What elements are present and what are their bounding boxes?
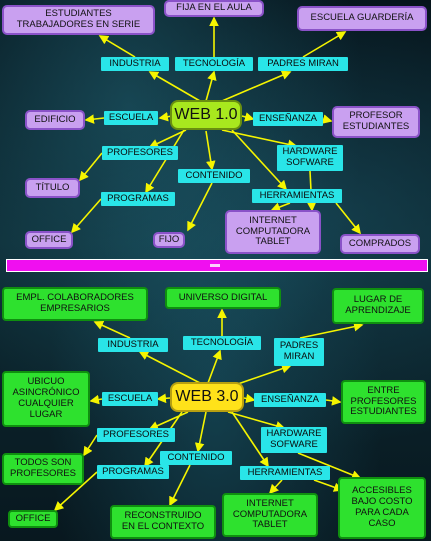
- link-ensenanza-3: ENSEÑANZA: [254, 393, 326, 407]
- connector-arrow: [231, 129, 288, 191]
- connector-arrow: [325, 396, 342, 406]
- leaf-profesor-estudiantes: PROFESOR ESTUDIANTES: [332, 106, 420, 138]
- connector-arrow: [84, 114, 105, 124]
- leaf-titulo: TÍTULO: [25, 178, 80, 198]
- leaf-comprados: COMPRADOS: [340, 234, 420, 254]
- connector-arrow: [243, 393, 256, 404]
- connector-arrow: [299, 321, 364, 339]
- connector-arrow: [89, 394, 103, 405]
- connector-arrow: [322, 114, 333, 124]
- hub-web-3-0: WEB 3.0: [170, 382, 244, 412]
- connector-arrow: [270, 202, 291, 212]
- link-ensenanza: ENSEÑANZA: [253, 112, 323, 126]
- leaf-lugar-aprendizaje: LUGAR DE APRENDIZAJE: [332, 288, 424, 324]
- link-padres-miran-3: PADRES MIRAN: [274, 338, 324, 366]
- hub-web-1-0: WEB 1.0: [170, 100, 242, 130]
- connector-arrow: [205, 70, 217, 102]
- connector-arrow: [231, 364, 292, 387]
- link-padres-miran: PADRES MIRAN: [258, 57, 348, 71]
- link-tecnologia-3: TECNOLOGÍA: [183, 336, 261, 350]
- link-programas: PROGRAMAS: [101, 192, 175, 206]
- connector-arrow: [98, 35, 136, 58]
- connector-arrow: [53, 471, 98, 512]
- connector-arrow: [148, 411, 189, 431]
- leaf-ubicuo: UBICUO ASINCRÓNICO CUALQUIER LUGAR: [2, 371, 90, 427]
- leaf-internet-top: INTERNET COMPUTADORA TABLET: [225, 210, 321, 254]
- connector-arrow: [302, 31, 347, 58]
- connector-arrow: [83, 434, 98, 457]
- connector-arrow: [70, 198, 102, 234]
- leaf-empl-colaboradores: EMPL. COLABORADORES EMPRESARIOS: [2, 287, 148, 321]
- leaf-escuela-guarderia: ESCUELA GUARDERÍA: [297, 6, 427, 31]
- leaf-universo-digital: UNIVERSO DIGITAL: [165, 287, 281, 309]
- connector-arrow: [205, 130, 216, 171]
- connector-arrow: [335, 202, 361, 235]
- leaf-edificio: EDIFICIO: [25, 110, 85, 130]
- leaf-todos-son-profesores: TODOS SON PROFESORES: [2, 453, 84, 485]
- link-hardware-sofware: HARDWARE SOFWARE: [277, 145, 343, 171]
- connector-arrow: [221, 70, 292, 102]
- connector-arrow: [148, 71, 201, 102]
- link-herramientas-3: HERRAMIENTAS: [240, 466, 330, 480]
- connector-arrow: [169, 464, 191, 507]
- link-programas-3: PROGRAMAS: [97, 465, 169, 479]
- link-contenido: CONTENIDO: [178, 169, 250, 183]
- leaf-office-3: OFFICE: [8, 510, 58, 528]
- connector-arrow: [93, 320, 131, 339]
- link-industria: INDUSTRIA: [101, 57, 169, 71]
- leaf-fija-en-el-aula: FIJA EN EL AULA: [164, 0, 264, 17]
- connector-arrow: [297, 452, 362, 480]
- divider-mark: [210, 264, 220, 267]
- leaf-entre-profesores: ENTRE PROFESORES ESTUDIANTES: [341, 380, 426, 424]
- link-escuela-3: ESCUELA: [102, 392, 158, 406]
- link-escuela: ESCUELA: [104, 111, 158, 125]
- connector-arrow: [221, 129, 298, 150]
- connector-arrow: [207, 349, 222, 384]
- connector-arrow: [148, 129, 187, 148]
- connector-arrow: [156, 393, 171, 404]
- leaf-fijo: FIJO: [153, 232, 185, 248]
- leaf-internet-bottom: INTERNET COMPUTADORA TABLET: [222, 493, 318, 537]
- connector-arrow: [231, 411, 269, 468]
- leaf-accesibles: ACCESIBLES BAJO COSTO PARA CADA CASO: [338, 477, 426, 539]
- connector-arrow: [145, 129, 185, 194]
- leaf-office: OFFICE: [25, 231, 73, 249]
- leaf-estudiantes-trabajadores: ESTUDIANTES TRABAJADORES EN SERIE: [2, 5, 155, 35]
- link-contenido-3: CONTENIDO: [160, 451, 232, 465]
- connector-arrow: [313, 479, 344, 492]
- connector-arrow: [227, 411, 286, 431]
- connector-arrow: [268, 479, 283, 495]
- link-profesores-3: PROFESORES: [97, 428, 175, 442]
- connector-arrow: [241, 112, 255, 122]
- connector-arrow: [187, 182, 213, 232]
- link-profesores: PROFESORES: [102, 146, 178, 160]
- connector-arrow: [194, 411, 207, 453]
- link-herramientas: HERRAMIENTAS: [252, 189, 342, 203]
- connector-arrow: [138, 351, 201, 384]
- connector-arrow: [78, 152, 103, 182]
- link-hardware-sofware-3: HARDWARE SOFWARE: [261, 427, 327, 453]
- leaf-reconstruido: RECONSTRUIDO EN EL CONTEXTO: [110, 505, 216, 539]
- link-industria-3: INDUSTRIA: [98, 338, 168, 352]
- link-tecnologia: TECNOLOGÍA: [175, 57, 253, 71]
